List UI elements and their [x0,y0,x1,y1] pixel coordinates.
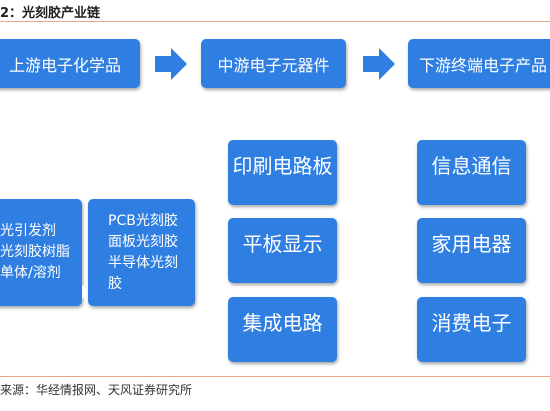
component-label: 平板显示 [242,232,323,256]
component-label: 印刷电路板 [232,154,333,178]
material-item: 光刻胶树脂 [0,244,70,260]
connector-triangle-icon [82,285,91,299]
stage-midstream-label: 中游电子元器件 [217,55,330,75]
stage-midstream: 中游电子元器件 [201,39,346,88]
product-box: 信息通信 [417,140,526,205]
component-label: 集成电路 [242,311,323,335]
component-box: 集成电路 [228,297,337,362]
arrow-right-icon [155,48,187,80]
footer-divider [0,376,550,377]
photoresist-box: PCB光刻胶 面板光刻胶 半导体光刻胶 [88,199,195,306]
photoresist-item: 半导体光刻胶 [108,254,178,292]
product-label: 家用电器 [431,232,512,256]
figure-title: 2：光刻胶产业链 [0,6,101,21]
component-box: 平板显示 [228,218,337,283]
product-box: 家用电器 [417,218,526,283]
product-box: 消费电子 [417,297,526,362]
photoresist-item: PCB光刻胶 [108,212,178,229]
stage-downstream: 下游终端电子产品 [408,39,550,88]
product-label: 信息通信 [431,154,512,178]
source-note: 来源：华经情报网、天风证券研究所 [0,383,193,397]
product-label: 消费电子 [431,311,512,335]
stage-downstream-label: 下游终端电子产品 [418,55,547,75]
raw-materials-box: 光引发剂 光刻胶树脂 单体/溶剂 [0,199,82,306]
title-divider [0,21,550,22]
component-box: 印刷电路板 [228,140,337,205]
material-item: 单体/溶剂 [0,265,61,281]
arrow-right-icon [363,48,395,80]
material-item: 光引发剂 [0,223,56,239]
photoresist-item: 面板光刻胶 [108,233,178,250]
stage-upstream-label: 上游电子化学品 [8,55,121,75]
stage-upstream: 上游电子化学品 [0,39,140,88]
